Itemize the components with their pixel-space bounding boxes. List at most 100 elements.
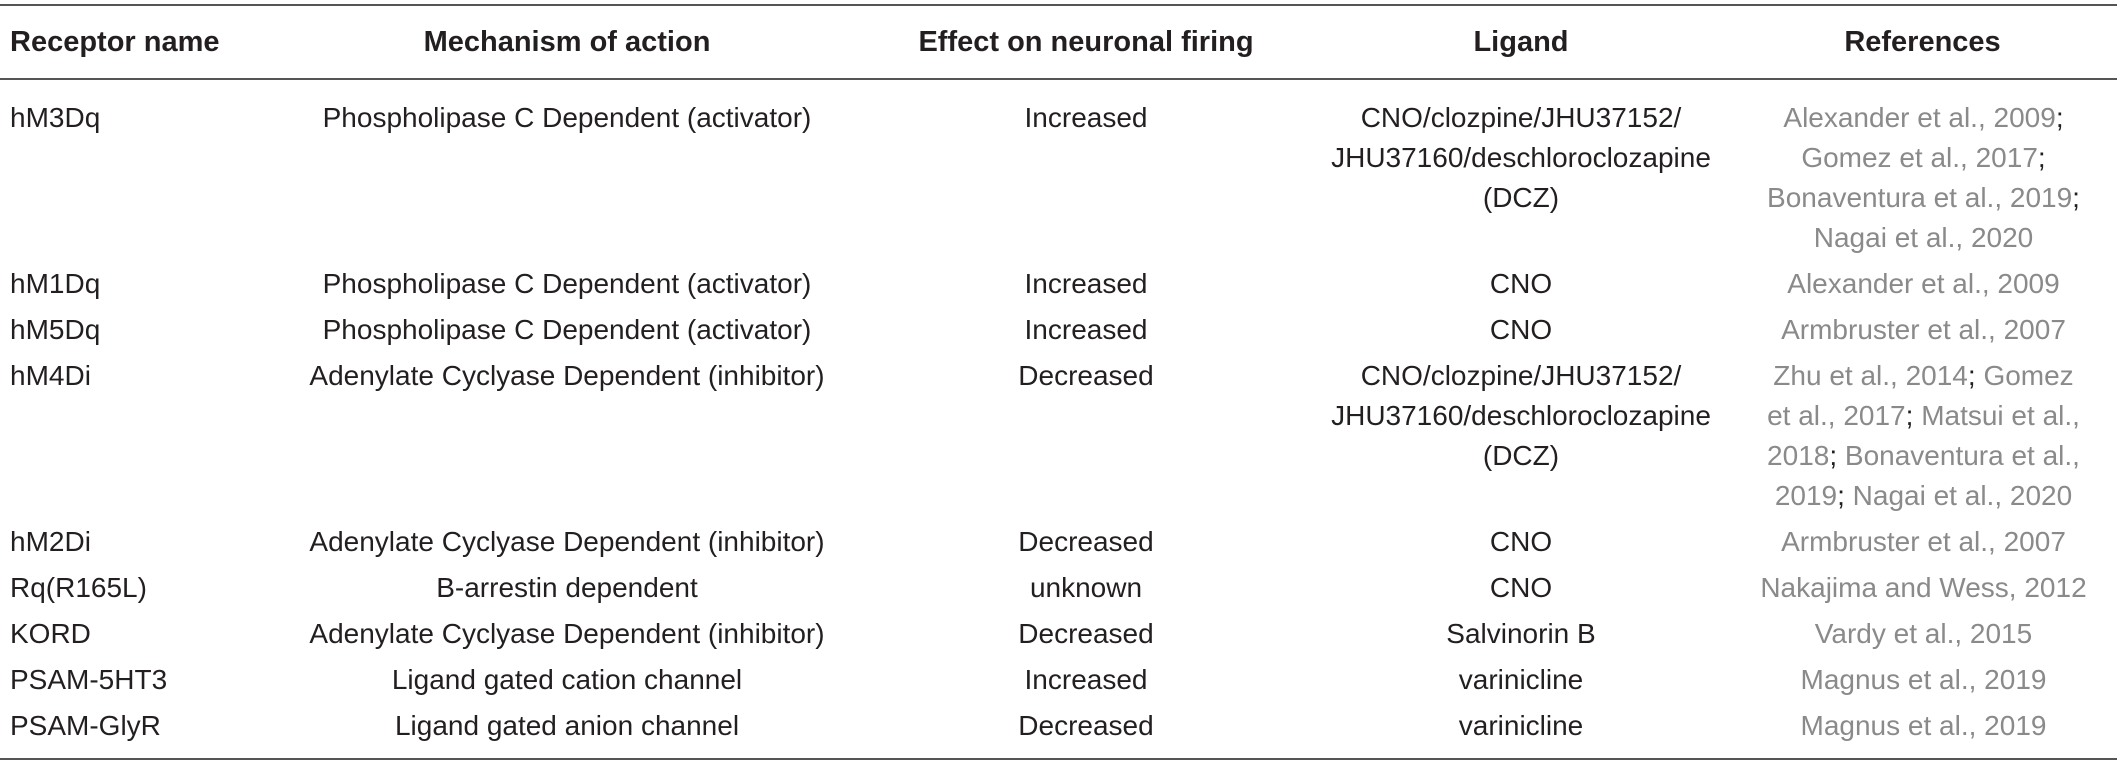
- ligand-cell: varinicline: [1314, 706, 1728, 759]
- table-row: hM5Dq Phospholipase C Dependent (activato…: [0, 310, 2117, 356]
- reference-link[interactable]: Nagai et al., 2020: [1852, 480, 2073, 511]
- reference-link[interactable]: 2018: [1767, 440, 1830, 471]
- table-row: PSAM-5HT3 Ligand gated cation channel Incr…: [0, 660, 2117, 706]
- ligand-line: JHU37160/deschloroclozapine: [1331, 142, 1711, 173]
- reference-link[interactable]: Armbruster et al., 2007: [1781, 526, 2066, 557]
- ligand-cell: CNO/clozpine/JHU37152/JHU37160/deschloro…: [1314, 79, 1728, 264]
- reference-link[interactable]: Nagai et al., 2020: [1813, 222, 2034, 253]
- reference-link[interactable]: Alexander et al., 2009: [1787, 268, 2060, 299]
- header-references: References: [1844, 26, 2001, 58]
- reference-link[interactable]: Bonaventura et al.,: [1844, 440, 2080, 471]
- reference-line: Bonaventura et al., 2019;: [1738, 178, 2109, 218]
- effect-cell: Increased: [1024, 314, 1148, 345]
- mechanism-cell: Adenylate Cyclyase Dependent (inhibitor): [309, 360, 825, 391]
- references-cell: Armbruster et al., 2007: [1728, 522, 2117, 568]
- ligand-line: CNO/clozpine/JHU37152/: [1360, 360, 1682, 391]
- mechanism-cell: Phospholipase C Dependent (activator): [322, 314, 812, 345]
- ligand-line: JHU37160/deschloroclozapine: [1331, 400, 1711, 431]
- mechanism-cell: Ligand gated cation channel: [391, 664, 743, 695]
- ligand-cell: Salvinorin B: [1314, 614, 1728, 660]
- header-receptor-name: Receptor name: [10, 26, 220, 58]
- mechanism-cell: Phospholipase C Dependent (activator): [322, 268, 812, 299]
- reference-link[interactable]: Gomez: [1983, 360, 2074, 391]
- references-cell: Nakajima and Wess, 2012: [1728, 568, 2117, 614]
- effect-cell: Decreased: [1018, 710, 1154, 741]
- receptor-name-cell: PSAM-5HT3: [10, 664, 168, 695]
- ligand-line: (DCZ): [1482, 440, 1560, 471]
- reference-link[interactable]: Bonaventura et al., 2019: [1767, 182, 2073, 213]
- effect-cell: Increased: [1024, 102, 1148, 133]
- effect-cell: Increased: [1024, 664, 1148, 695]
- receptor-name-cell: KORD: [10, 618, 91, 649]
- table-row: Rq(R165L) B-arrestin dependent unknown CNO N…: [0, 568, 2117, 614]
- reference-link[interactable]: Zhu et al., 2014: [1773, 360, 1968, 391]
- references-cell: Magnus et al., 2019: [1728, 706, 2117, 759]
- receptor-name-cell: hM3Dq: [10, 102, 101, 133]
- effect-cell: unknown: [1029, 572, 1143, 603]
- header-mechanism: Mechanism of action: [423, 26, 711, 58]
- receptor-name-cell: hM4Di: [10, 360, 91, 391]
- reference-line: Vardy et al., 2015: [1738, 614, 2109, 654]
- reference-separator: ;: [1967, 360, 1984, 391]
- reference-link[interactable]: Alexander et al., 2009: [1783, 102, 2056, 133]
- reference-separator: ;: [1829, 440, 1845, 471]
- mechanism-cell: Adenylate Cyclyase Dependent (inhibitor): [309, 618, 825, 649]
- reference-link[interactable]: Magnus et al., 2019: [1800, 710, 2047, 741]
- ligand-line: varinicline: [1458, 664, 1584, 695]
- ligand-cell: CNO: [1314, 522, 1728, 568]
- mechanism-cell: B-arrestin dependent: [436, 572, 698, 603]
- reference-link[interactable]: Matsui et al.,: [1921, 400, 2080, 431]
- receptor-name-cell: hM5Dq: [10, 314, 101, 345]
- header-effect: Effect on neuronal firing: [918, 26, 1254, 58]
- reference-line: Alexander et al., 2009: [1738, 264, 2109, 304]
- reference-line: Alexander et al., 2009;: [1738, 98, 2109, 138]
- reference-line: Gomez et al., 2017;: [1738, 138, 2109, 178]
- receptor-name-cell: Rq(R165L): [10, 572, 147, 603]
- reference-link[interactable]: Nakajima and Wess, 2012: [1760, 572, 2087, 603]
- table-row: hM4Di Adenylate Cyclyase Dependent (inhib…: [0, 356, 2117, 522]
- reference-link[interactable]: Vardy et al., 2015: [1814, 618, 2033, 649]
- references-cell: Magnus et al., 2019: [1728, 660, 2117, 706]
- reference-line: et al., 2017; Matsui et al.,: [1738, 396, 2109, 436]
- effect-cell: Decreased: [1018, 360, 1154, 391]
- reference-separator: ;: [2037, 142, 2046, 173]
- ligand-line: CNO/clozpine/JHU37152/: [1360, 102, 1682, 133]
- references-cell: Vardy et al., 2015: [1728, 614, 2117, 660]
- reference-line: Nakajima and Wess, 2012: [1738, 568, 2109, 608]
- reference-separator: ;: [1905, 400, 1922, 431]
- reference-link[interactable]: Gomez et al., 2017: [1801, 142, 2038, 173]
- ligand-line: CNO: [1489, 314, 1553, 345]
- receptor-name-cell: PSAM-GlyR: [10, 710, 161, 741]
- ligand-cell: CNO/clozpine/JHU37152/JHU37160/deschloro…: [1314, 356, 1728, 522]
- reference-separator: ;: [1837, 480, 1853, 511]
- mechanism-cell: Adenylate Cyclyase Dependent (inhibitor): [309, 526, 825, 557]
- ligand-cell: CNO: [1314, 264, 1728, 310]
- reference-link[interactable]: et al., 2017: [1767, 400, 1906, 431]
- ligand-line: CNO: [1489, 572, 1553, 603]
- reference-separator: ;: [2072, 182, 2080, 213]
- references-cell: Alexander et al., 2009: [1728, 264, 2117, 310]
- table-row: PSAM-GlyR Ligand gated anion channel Decre…: [0, 706, 2117, 759]
- reference-separator: ;: [2055, 102, 2064, 133]
- references-cell: Armbruster et al., 2007: [1728, 310, 2117, 356]
- reference-link[interactable]: Armbruster et al., 2007: [1781, 314, 2066, 345]
- table-row: KORD Adenylate Cyclyase Dependent (inhibi…: [0, 614, 2117, 660]
- receptor-name-cell: hM1Dq: [10, 268, 101, 299]
- ligand-cell: CNO: [1314, 310, 1728, 356]
- reference-line: 2018; Bonaventura et al.,: [1738, 436, 2109, 476]
- ligand-line: (DCZ): [1482, 182, 1560, 213]
- reference-line: Magnus et al., 2019: [1738, 660, 2109, 700]
- mechanism-cell: Ligand gated anion channel: [394, 710, 740, 741]
- reference-line: 2019; Nagai et al., 2020: [1738, 476, 2109, 516]
- reference-line: Zhu et al., 2014; Gomez: [1738, 356, 2109, 396]
- reference-link[interactable]: Magnus et al., 2019: [1800, 664, 2047, 695]
- table-row: hM1Dq Phospholipase C Dependent (activato…: [0, 264, 2117, 310]
- table-header: Receptor name Mechanism of action Effect…: [0, 5, 2117, 79]
- header-ligand: Ligand: [1473, 26, 1569, 58]
- reference-link[interactable]: 2019: [1774, 480, 1838, 511]
